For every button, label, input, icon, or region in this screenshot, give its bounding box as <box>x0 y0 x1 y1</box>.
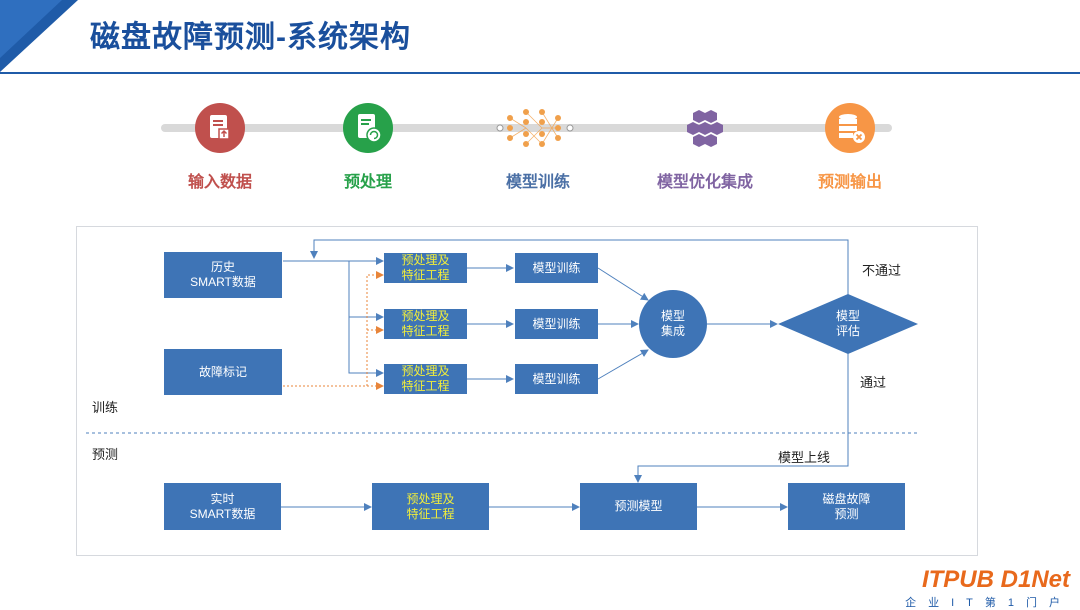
pipeline-step-ensemble: 模型优化集成 <box>640 102 770 192</box>
pipeline-label: 模型优化集成 <box>656 174 753 191</box>
ensemble-label: 模型 集成 <box>660 309 685 338</box>
database-cancel-icon <box>825 103 875 153</box>
pipeline-step-preprocess: 预处理 <box>303 102 433 192</box>
evaluate-label: 模型 评估 <box>835 309 860 338</box>
preprocess-node: 预处理及 特征工程 <box>384 309 467 339</box>
history-smart-data-node: 历史 SMART数据 <box>164 252 282 298</box>
predict-preprocess-node: 预处理及 特征工程 <box>372 483 489 530</box>
pipeline-step-output: 预测输出 <box>785 102 915 192</box>
train-node: 模型训练 <box>515 364 598 394</box>
deploy-label: 模型上线 <box>778 450 831 465</box>
document-refresh-icon <box>343 103 393 153</box>
pipeline-step-train: 模型训练 <box>473 102 603 192</box>
preprocess-node: 预处理及 特征工程 <box>384 253 467 283</box>
section-predict-label: 预测 <box>92 447 119 462</box>
corner-decoration <box>0 0 78 72</box>
disk-fault-predict-node: 磁盘故障 预测 <box>788 483 905 530</box>
document-upload-icon <box>195 103 245 153</box>
fault-label-node: 故障标记 <box>164 349 282 395</box>
realtime-smart-data-node: 实时 SMART数据 <box>164 483 281 530</box>
predict-model-node: 预测模型 <box>580 483 697 530</box>
watermark-brand: ITPUB D1Net <box>921 566 1070 593</box>
evaluate-diamond <box>778 294 918 354</box>
fail-label: 不通过 <box>862 263 902 278</box>
train-node: 模型训练 <box>515 309 598 339</box>
pipeline-step-input: 输入数据 <box>155 102 285 192</box>
pipeline-label: 输入数据 <box>187 174 252 191</box>
pipeline-label: 模型训练 <box>505 174 570 191</box>
hexagon-cluster-icon <box>687 110 723 147</box>
header-divider <box>0 72 1080 74</box>
train-node: 模型训练 <box>515 253 598 283</box>
section-train-label: 训练 <box>92 400 119 415</box>
pipeline-label: 预处理 <box>343 174 392 191</box>
pass-label: 通过 <box>860 375 887 390</box>
page-title: 磁盘故障预测-系统架构 <box>90 21 411 54</box>
ensemble-circle <box>639 290 707 358</box>
pipeline-label: 预测输出 <box>817 174 882 191</box>
watermark-slogan: 企业IT第1门户 <box>905 597 1072 609</box>
preprocess-node: 预处理及 特征工程 <box>384 364 467 394</box>
neural-network-icon <box>496 109 574 147</box>
